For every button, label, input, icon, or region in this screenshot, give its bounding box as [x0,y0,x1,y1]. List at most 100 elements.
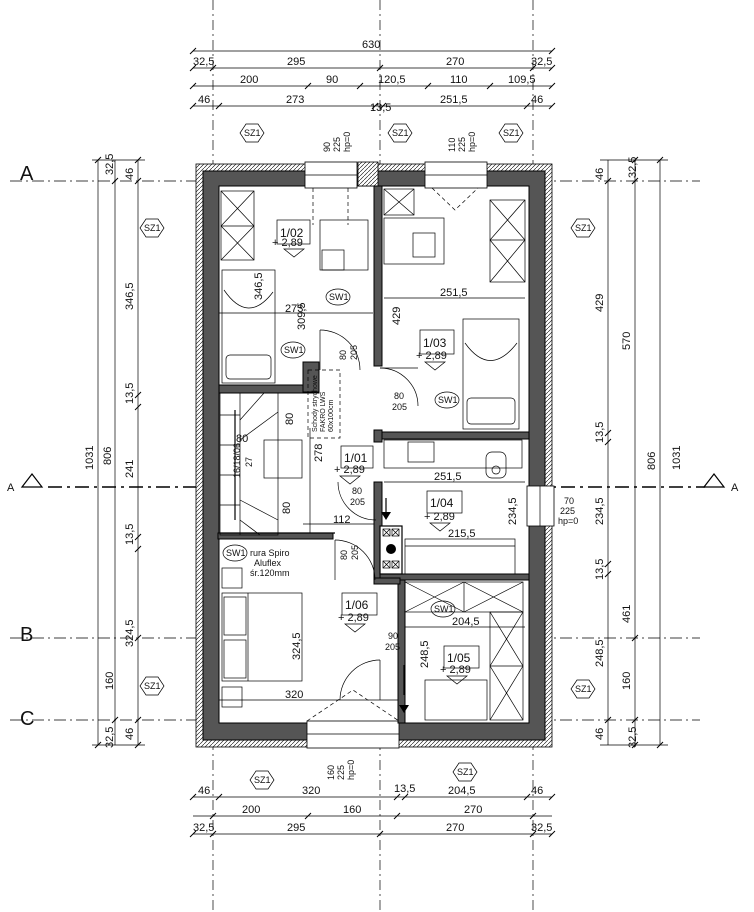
ellipse-icon [430,600,456,618]
dim-right-r2-4: 13,5 [594,559,606,580]
dim-top-r2-0: 32,5 [193,56,214,68]
dim-stair-80c: 80 [281,502,293,514]
dim-left-r3-5: 32,5 [104,727,116,748]
dim-105-height: 248,5 [419,640,431,668]
dim-bottom-r1-3: 204,5 [448,785,476,797]
window-2-hp: hp=0 [467,132,477,152]
room-number-1-02: 1/02 [280,226,304,240]
dim-top-r3-1: 90 [326,74,338,86]
dim-right-r2-1: 429 [594,294,606,312]
dim-bottom-r1-1: 320 [302,785,320,797]
room-level-1-06: + 2,89 [338,612,369,624]
window-2-width: 110 [447,138,457,152]
dim-bottom-r3-3: 32,5 [531,822,552,834]
section-label-left: A [7,482,15,494]
vanity-104 [383,439,523,469]
dim-bottom-r1-0: 46 [198,785,210,797]
svg-text:SW1: SW1 [226,548,246,558]
dim-right-r2-0: 46 [594,168,606,180]
dim-right-mid: 806 [646,452,658,470]
dim-top-r2-1: 295 [287,56,305,68]
room-tag-1-05 [443,645,480,669]
door-104-width: 80 [352,486,362,496]
dim-right-r1-0: 32,5 [627,157,639,178]
spiro-line-2: Aluflex [254,558,282,568]
door-105-width: 90 [388,631,398,641]
sz1-tag: SZ1 [452,762,478,782]
dim-right-r1-2: 461 [621,605,633,623]
top-dimensions: 630 32,5 295 270 32,5 200 90 120,5 110 1… [189,39,556,114]
room-number-1-01: 1/01 [344,451,368,465]
bed-102 [221,269,276,384]
dim-right-r1-1: 570 [621,332,633,350]
svg-text:SZ1: SZ1 [392,128,409,138]
room-1-04: 251,5 1/04 + 2,89 234,5 215,5 [379,439,525,575]
ladder-line-2: FAKRO LWS [320,391,327,432]
section-label-right: A [731,482,739,494]
dim-106-width: 320 [285,689,303,701]
inner-walls [217,185,530,724]
svg-text:SW1: SW1 [438,395,458,405]
dim-top-r2-3: 32,5 [531,56,552,68]
window-2-height: 225 [457,137,467,152]
svg-text:SW1: SW1 [284,345,304,355]
dim-103-height: 429 [391,307,403,325]
room-tag-1-01 [340,445,374,469]
window-bottom [306,720,400,749]
dim-top-r4-4: 46 [531,94,543,106]
dim-102-width: 273 [285,303,303,315]
hexagon-icon [139,218,165,238]
door-106-height: 205 [350,545,360,560]
sw1-tag: SW1 [434,391,460,409]
stair-note: 16/18/06 [232,443,242,478]
hexagon-icon [570,218,596,238]
room-number-1-04: 1/04 [430,496,454,510]
dim-bottom-r3-2: 270 [446,822,464,834]
sz1-tag: SZ1 [139,676,165,696]
sw1-tag: SW1 [430,600,456,618]
dim-104-height: 234,5 [507,497,519,525]
wardrobe-103 [383,188,415,216]
level-marker-icon [429,522,451,532]
dim-104-width: 251,5 [434,471,462,483]
dim-stair-80a: 80 [236,433,248,445]
dim-left-outer: 1031 [84,446,96,470]
ellipse-icon [280,341,306,359]
window-4-hp: hp=0 [346,760,356,780]
dim-bottom-r1-2: 13,5 [394,783,415,795]
sw1-tag: SW1 [222,544,248,562]
svg-text:SZ1: SZ1 [254,775,271,785]
hexagon-icon [498,123,524,143]
level-marker-icon [339,475,361,485]
bottom-dimensions: 46 320 13,5 204,5 46 200 160 270 32,5 29… [189,783,556,838]
level-marker-icon [446,675,468,685]
dim-top-r3-2: 120,5 [378,74,406,86]
section-marker-right-icon [702,473,726,488]
right-dimensions: 32,5 570 461 32,5 46 429 13,5 234,5 13,5… [594,157,683,749]
dim-right-r3-0: 160 [621,672,633,690]
desk-103 [383,217,445,265]
window-right [526,485,555,527]
dim-left-mid: 806 [102,447,114,465]
arrow-down-icon [381,512,391,520]
dim-left-r4-6: 46 [124,728,136,740]
dim-102-height: 309,5 [296,302,308,330]
svg-text:SZ1: SZ1 [457,767,474,777]
stairs: 80 80 80 16/18/06 27 Schody strychowe FA… [219,369,341,536]
hexagon-icon [139,676,165,696]
spiro-line-3: śr.120mm [250,568,290,578]
hexagon-icon [452,762,478,782]
room-number-1-03: 1/03 [423,336,447,350]
room-level-1-01: + 2,89 [334,464,365,476]
sz1-tag: SZ1 [570,218,596,238]
dim-top-total: 630 [362,39,380,51]
dim-top-r3-0: 200 [240,74,258,86]
bed-106 [221,592,303,682]
spiro-line-1: rura Spiro [250,548,290,558]
room-level-1-04: + 2,89 [424,511,455,523]
sw1-tag: SW1 [325,288,351,306]
ellipse-icon [325,288,351,306]
toilet-104 [485,451,507,479]
door-104-height: 205 [350,497,365,507]
